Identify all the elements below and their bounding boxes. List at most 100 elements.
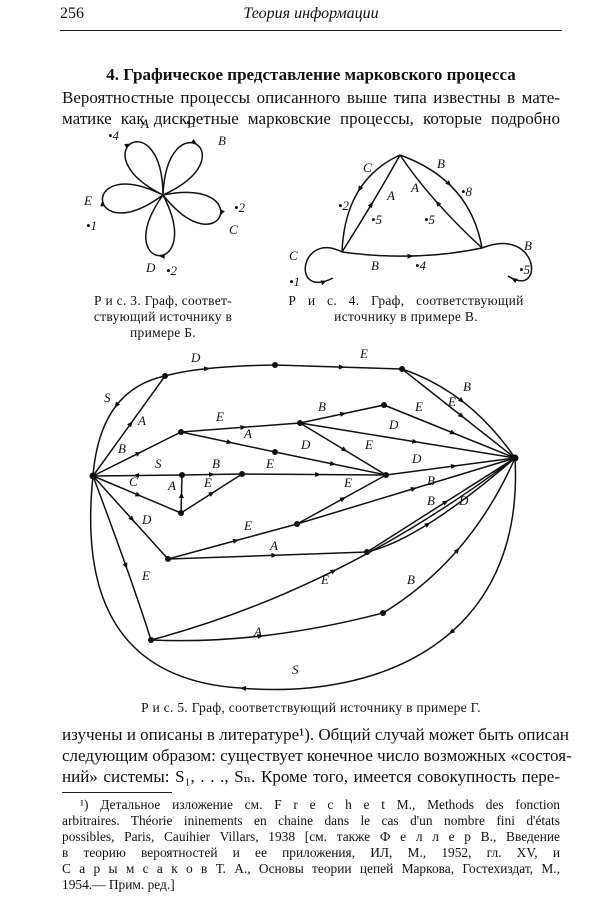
fig3-edge-label: A (140, 116, 149, 131)
fig4-self-loop (481, 242, 533, 282)
fig5-node (178, 429, 184, 435)
arrowhead-icon (453, 547, 460, 554)
fig5-edge-label: A (243, 426, 252, 441)
fig5-edge (385, 457, 516, 476)
fig5-edge-label: E (141, 568, 150, 583)
footnote-line: в теорию вероятностей и ее приложения, И… (62, 845, 560, 860)
fig5-node (272, 362, 278, 368)
footnote-line: С а р ы м с а к о в Т. А., Основы теории… (62, 861, 560, 876)
fig5-node (178, 510, 184, 516)
fig5-edge (150, 612, 384, 642)
fig5-edge-label: B (427, 493, 435, 508)
arrowhead-icon (367, 201, 373, 209)
fig5-edge (383, 404, 516, 459)
fig5-edge-label: E (364, 437, 373, 452)
arrowhead-icon (134, 491, 142, 497)
fig5-node (165, 556, 171, 562)
arrowhead-icon (320, 280, 327, 286)
fig5-edge (92, 475, 152, 641)
paragraph-line: Вероятностные процессы описанного выше т… (62, 88, 560, 107)
arrowhead-icon (339, 497, 346, 503)
fig5-edge (92, 375, 166, 477)
caption-line: Р и с. 3. Граф, соответ- (93, 293, 232, 308)
fig3-edge-label: B (218, 133, 226, 148)
section-title: 4. Графическое представление марковского… (106, 65, 516, 84)
page-number: 256 (60, 5, 84, 22)
fig5-edge-label: D (388, 417, 399, 432)
fig5-edge-label: E (359, 346, 368, 361)
fig5-edge (274, 364, 403, 370)
fig4-label: •5 (371, 212, 383, 227)
arrowhead-icon (134, 451, 142, 457)
arrowhead-icon (128, 515, 135, 522)
fig4-label: C (363, 160, 372, 175)
fig5-edge (150, 457, 516, 641)
arrowhead-icon (448, 628, 456, 635)
arrowhead-icon (458, 397, 465, 403)
arrowhead-icon (358, 185, 364, 192)
fig5-edge-label: E (215, 409, 224, 424)
footnote-line: ¹) Детальное изложение см. F r e c h e t… (80, 797, 560, 812)
fig5-node (511, 454, 519, 462)
arrowhead-icon (449, 429, 457, 435)
arrowhead-icon (411, 438, 419, 444)
fig5-node (272, 449, 278, 455)
fig4-edge (341, 154, 401, 253)
fig5-edge-label: E (320, 572, 329, 587)
fig5-edge-label: B (318, 399, 326, 414)
fig4-self-loop (304, 246, 343, 284)
fig4-label: •5 (519, 262, 531, 277)
fig5-edge-label: D (300, 437, 311, 452)
arrowhead-icon (424, 522, 431, 528)
fig3-edge-label: D (145, 260, 156, 275)
caption-line: ствующий источнику в (93, 309, 233, 324)
fig5-edge (401, 368, 516, 459)
fig5-edge-label: A (269, 538, 278, 553)
fig5-edge-label: D (411, 451, 422, 466)
fig5-edge-label: E (203, 475, 212, 490)
arrowhead-icon (450, 463, 457, 469)
fig3-edge-probability: •2 (166, 263, 178, 278)
arrowhead-icon (124, 143, 131, 149)
fig5-edge (167, 551, 368, 560)
header-rule (60, 30, 562, 31)
fig5-edge (296, 457, 516, 525)
fig5-edge (366, 457, 516, 553)
fig3-loop-E (101, 183, 164, 214)
fig3-edge-probability: •1 (86, 218, 97, 233)
fig5-edge (239, 457, 517, 691)
fig3-loop-D (145, 194, 176, 257)
fig3-edge-probability: •2 (234, 200, 246, 215)
fig3-edge-label: C (229, 222, 238, 237)
arrowhead-icon (240, 425, 247, 430)
arrowhead-icon (410, 487, 417, 492)
arrowhead-icon (208, 472, 215, 478)
fig4-label: •8 (461, 184, 473, 199)
fig4-label: •1 (289, 274, 300, 289)
fig5-edge-label: E (447, 394, 456, 409)
arrowhead-icon (100, 200, 106, 207)
arrowhead-icon (122, 562, 128, 569)
arrowhead-icon (330, 569, 337, 575)
fig5-edge-label: S (155, 456, 162, 471)
footnote-rule (62, 792, 172, 793)
running-title: Теория информации (243, 5, 379, 22)
fig3-caption: Р и с. 3. Граф, соответ- ствующий источн… (72, 293, 254, 341)
footnote-line: possibles, Paris, Cauihier Villars, 1938… (62, 829, 560, 844)
fig5-edge-label: D (190, 350, 201, 365)
arrowhead-icon (457, 412, 465, 418)
fig3-edge-probability: •1 (186, 115, 197, 130)
arrowhead-icon (315, 472, 322, 478)
fig3-loop-C (162, 191, 222, 225)
fig4-caption: Р и с. 4. Граф, соответствующий источник… (272, 293, 540, 325)
fig4-label: B (371, 258, 379, 273)
fig5-edge (299, 422, 516, 459)
fig5-node (162, 373, 168, 379)
fig5-node (380, 610, 386, 616)
arrowhead-icon (127, 421, 133, 428)
arrowhead-icon (240, 685, 247, 691)
fig5-edge-label: E (243, 518, 252, 533)
fig5-edge-label: B (212, 456, 220, 471)
